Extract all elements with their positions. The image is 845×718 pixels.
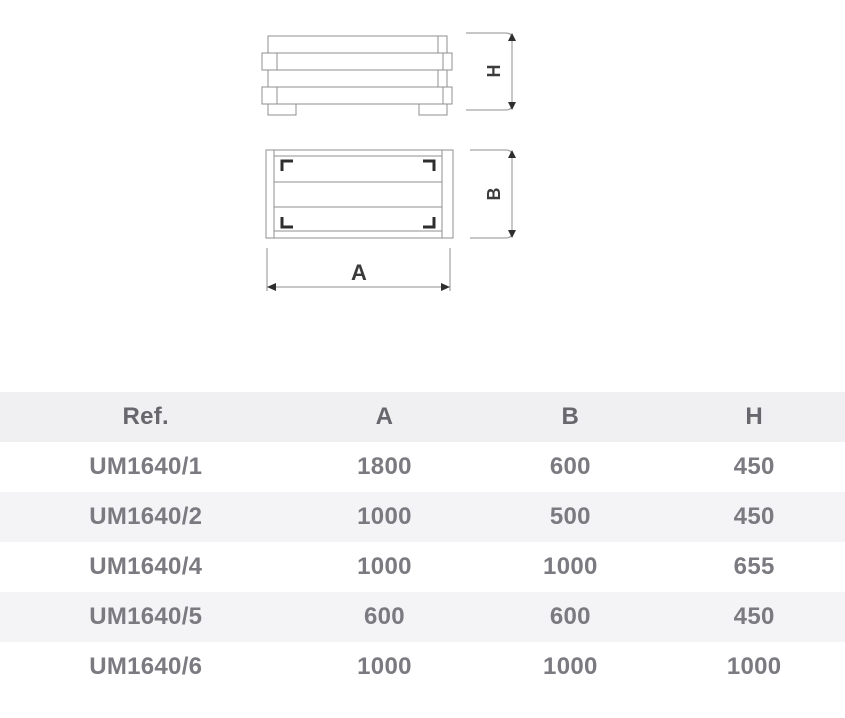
plan-view bbox=[265, 149, 454, 239]
h-dimension: H bbox=[466, 32, 516, 111]
cell-a: 1800 bbox=[357, 453, 412, 480]
table-header-row: Ref. A B H bbox=[0, 392, 845, 442]
column-header-a: A bbox=[375, 403, 394, 430]
table-row: UM1640/4 1000 1000 655 bbox=[0, 542, 845, 592]
cell-h: 450 bbox=[733, 503, 775, 530]
b-dimension: B bbox=[470, 149, 516, 239]
corner-bracket-icon bbox=[280, 217, 293, 229]
arrow-left-icon bbox=[267, 283, 276, 291]
column-header-ref: Ref. bbox=[122, 403, 170, 430]
arrow-right-icon bbox=[441, 283, 450, 291]
cell-ref: UM1640/4 bbox=[89, 553, 203, 580]
column-header-b: B bbox=[561, 403, 580, 430]
arrow-up-icon bbox=[508, 150, 516, 158]
cell-ref: UM1640/1 bbox=[89, 453, 203, 480]
dim-label-a: A bbox=[351, 260, 367, 285]
a-dimension: A bbox=[266, 248, 451, 291]
cell-ref: UM1640/5 bbox=[89, 603, 203, 630]
cell-b: 1000 bbox=[543, 553, 598, 580]
elevation-view bbox=[261, 35, 453, 116]
arrow-down-icon bbox=[508, 230, 516, 238]
corner-bracket-icon bbox=[280, 159, 293, 171]
column-header-h: H bbox=[745, 403, 763, 430]
foot-left bbox=[267, 103, 297, 116]
cell-h: 655 bbox=[733, 553, 775, 580]
dim-label-h: H bbox=[484, 65, 504, 78]
cell-ref: UM1640/2 bbox=[89, 503, 203, 530]
cell-a: 1000 bbox=[357, 503, 412, 530]
spec-table: Ref. A B H UM1640/1 1800 600 450 UM1640/… bbox=[0, 392, 845, 692]
cell-b: 1000 bbox=[543, 653, 598, 680]
arrow-down-icon bbox=[508, 102, 516, 110]
corner-bracket-icon bbox=[423, 159, 436, 171]
cell-h: 1000 bbox=[726, 653, 782, 680]
corner-bracket-icon bbox=[423, 217, 436, 229]
cell-h: 450 bbox=[733, 603, 775, 630]
dim-label-b: B bbox=[484, 188, 504, 201]
cell-b: 600 bbox=[549, 603, 591, 630]
table-row: UM1640/1 1800 600 450 bbox=[0, 442, 845, 492]
arrow-up-icon bbox=[508, 33, 516, 41]
cell-h: 450 bbox=[733, 453, 775, 480]
foot-right bbox=[418, 103, 448, 116]
table-row: UM1640/5 600 600 450 bbox=[0, 592, 845, 642]
cell-a: 1000 bbox=[357, 653, 412, 680]
cell-ref: UM1640/6 bbox=[89, 653, 203, 680]
table-row: UM1640/2 1000 500 450 bbox=[0, 492, 845, 542]
cell-b: 500 bbox=[549, 503, 591, 530]
table-row: UM1640/6 1000 1000 1000 bbox=[0, 642, 845, 692]
cell-a: 600 bbox=[363, 603, 405, 630]
cell-a: 1000 bbox=[357, 553, 412, 580]
cell-b: 600 bbox=[549, 453, 591, 480]
technical-drawing: H B A bbox=[261, 32, 516, 291]
